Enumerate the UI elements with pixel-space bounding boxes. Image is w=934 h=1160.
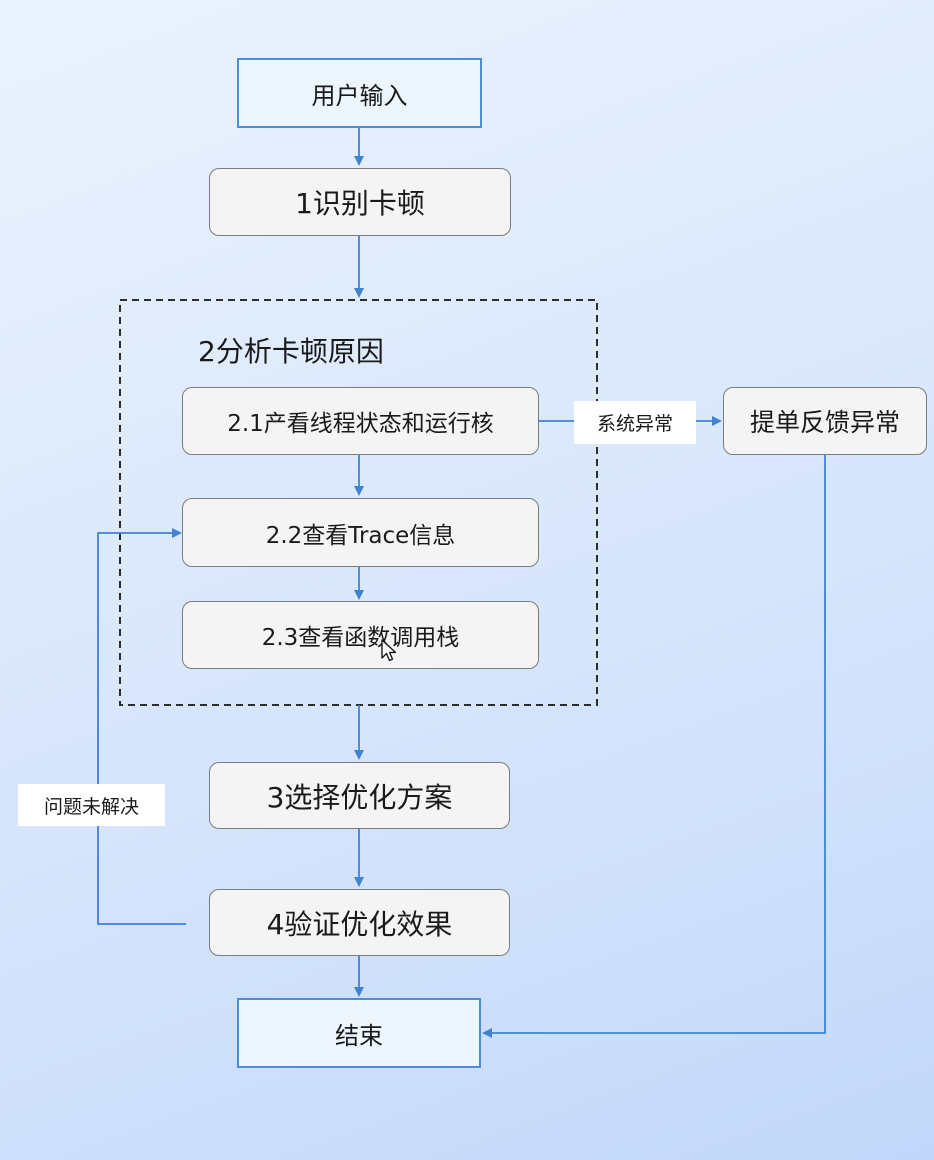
check-trace-label: 2.2查看Trace信息 bbox=[265, 522, 456, 549]
verify-optimization-label: 4验证优化效果 bbox=[266, 907, 453, 941]
system-exception-label: 系统异常 bbox=[574, 401, 696, 444]
mouse-pointer-icon bbox=[381, 639, 397, 662]
verify-optimization-step: 4验证优化效果 bbox=[209, 889, 510, 956]
check-thread-state-step: 2.1产看线程状态和运行核 bbox=[182, 387, 539, 455]
unresolved-label: 问题未解决 bbox=[18, 784, 165, 826]
choose-optimization-step: 3选择优化方案 bbox=[209, 762, 510, 829]
check-call-stack-step: 2.3查看函数调用栈 bbox=[182, 601, 539, 669]
choose-optimization-label: 3选择优化方案 bbox=[266, 780, 453, 814]
check-call-stack-label: 2.3查看函数调用栈 bbox=[261, 625, 460, 651]
analyze-cause-group-title: 2分析卡顿原因 bbox=[198, 335, 384, 368]
start-node: 用户输入 bbox=[237, 58, 482, 128]
end-label: 结束 bbox=[335, 1021, 383, 1050]
arrow-verify-loop-to-trace bbox=[97, 528, 186, 925]
identify-stutter-label: 1识别卡顿 bbox=[295, 187, 425, 220]
check-thread-state-label: 2.1产看线程状态和运行核 bbox=[227, 411, 494, 437]
feedback-exception-step: 提单反馈异常 bbox=[723, 387, 927, 455]
feedback-exception-label: 提单反馈异常 bbox=[749, 408, 900, 437]
start-label: 用户输入 bbox=[311, 81, 408, 110]
identify-stutter-step: 1识别卡顿 bbox=[209, 168, 511, 236]
check-trace-step: 2.2查看Trace信息 bbox=[182, 498, 539, 567]
arrow-feedback-to-end bbox=[482, 455, 826, 1038]
end-node: 结束 bbox=[237, 998, 481, 1068]
